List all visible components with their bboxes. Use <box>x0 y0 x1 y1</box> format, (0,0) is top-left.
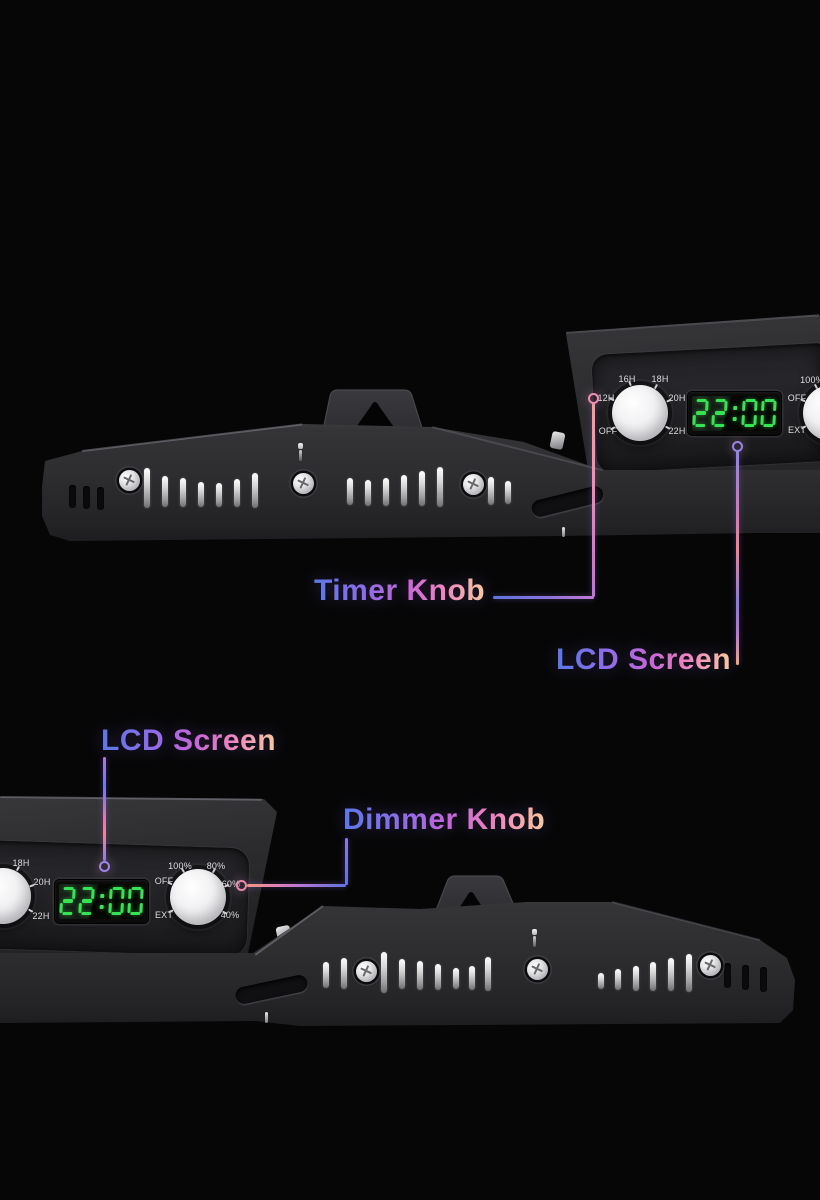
lcd-screen-bottom-label: LCD Screen <box>101 724 277 757</box>
edge-notch <box>562 527 565 537</box>
lcd-bottom-pointer-dot <box>98 860 110 872</box>
vent-slot-dark <box>760 967 767 992</box>
knob-scale-label: 20H <box>668 393 686 403</box>
timer-knob-pointer-vline <box>591 403 595 597</box>
vent-slot-dark <box>742 965 749 990</box>
timer-knob <box>612 385 668 441</box>
screw <box>462 473 484 495</box>
dimmer-pointer-dot <box>235 879 247 891</box>
dimmer-knob-partial-top <box>803 385 820 441</box>
screw <box>699 954 721 976</box>
screw <box>526 958 548 980</box>
lcd-digit <box>711 399 728 427</box>
vent-slot <box>437 467 443 507</box>
knob-scale-label: 18H <box>651 374 669 384</box>
knob-scale-label: 80% <box>206 861 226 871</box>
vent-slot <box>381 952 387 993</box>
knob-scale-label: 22H <box>668 426 686 436</box>
vent-slot <box>399 959 405 989</box>
keyhole-slot <box>532 929 537 949</box>
vent-slot <box>401 475 407 506</box>
screw <box>355 960 377 982</box>
vent-slot <box>252 473 258 508</box>
vent-slot <box>417 961 423 990</box>
lcd-display-bottom <box>55 880 148 923</box>
lcd-digit <box>760 399 777 427</box>
vent-slot <box>216 483 222 507</box>
timer-knob-pointer-hline <box>493 595 594 599</box>
vent-slot <box>383 478 389 506</box>
dimmer-pointer-vline <box>344 838 348 885</box>
knob-scale-label: 40% <box>220 910 240 920</box>
vent-slot <box>598 973 604 989</box>
lcd-top-pointer-dot <box>731 440 743 452</box>
keyhole-slot <box>298 443 303 463</box>
vent-slot-dark <box>97 487 104 510</box>
lcd-top-pointer-vline <box>735 451 739 665</box>
vent-slot <box>180 478 186 507</box>
vent-slot <box>435 964 441 990</box>
screw <box>118 469 140 491</box>
vent-slot-dark <box>69 485 76 508</box>
lcd-colon <box>97 887 105 915</box>
lcd-display-top <box>688 392 781 435</box>
vent-slot <box>505 481 511 504</box>
vent-slot <box>341 958 347 989</box>
knob-scale-label: 20H <box>33 877 51 887</box>
vent-slot <box>234 479 240 507</box>
knob-scale-label: 16H <box>618 374 636 384</box>
vent-slot <box>686 954 692 992</box>
vent-slot <box>488 477 494 505</box>
vent-slot <box>323 962 329 988</box>
lcd-time-readout <box>59 887 144 915</box>
vent-slot <box>633 966 639 991</box>
lcd-colon <box>730 399 738 427</box>
lcd-digit <box>108 887 125 915</box>
vent-slot <box>347 478 353 505</box>
knob-scale-label: EXT <box>787 425 807 435</box>
knob-scale-label: OFF <box>598 426 618 436</box>
vent-slot <box>453 968 459 989</box>
knob-scale-label: 60% <box>221 879 241 889</box>
vent-slot <box>615 969 621 990</box>
knob-scale-label: 100% <box>800 375 820 385</box>
lcd-screen-top-label: LCD Screen <box>556 643 732 676</box>
lcd-screen-glass <box>692 396 777 431</box>
vent-slot <box>144 468 150 508</box>
edge-notch <box>265 1012 268 1023</box>
knob-scale-label: OFF <box>787 393 807 403</box>
timer-knob-label: Timer Knob <box>314 574 486 607</box>
knob-scale-label: 22H <box>32 911 50 921</box>
lcd-time-readout <box>692 399 777 427</box>
knob-scale-label: 18H <box>12 858 30 868</box>
timer-knob-pointer-dot <box>587 392 599 404</box>
vent-slot <box>419 471 425 506</box>
vent-slot <box>469 966 475 990</box>
lcd-digit <box>78 887 95 915</box>
vent-slot <box>485 957 491 991</box>
hinge-bracket-top <box>549 430 566 451</box>
vent-slot <box>668 958 674 991</box>
vent-slot-dark <box>83 486 90 509</box>
lcd-digit <box>741 399 758 427</box>
knob-scale-label: OFF <box>154 876 174 886</box>
vent-slot-dark <box>724 963 731 988</box>
lcd-digit <box>59 887 76 915</box>
knob-scale-label: 12H <box>597 393 615 403</box>
vent-slot <box>365 480 371 506</box>
dimmer-knob-label: Dimmer Knob <box>343 803 546 836</box>
dimmer-pointer-hline <box>246 883 346 887</box>
screw <box>292 472 314 494</box>
dimmer-knob <box>170 869 226 925</box>
knob-scale-label: EXT <box>154 910 174 920</box>
lcd-digit <box>692 399 709 427</box>
vent-slot <box>198 482 204 507</box>
lcd-screen-glass <box>59 884 144 919</box>
vent-slot <box>162 476 168 507</box>
lcd-bottom-pointer-vline <box>102 757 106 861</box>
vent-slot <box>650 962 656 991</box>
knob-scale-label: 100% <box>168 861 192 871</box>
lcd-digit <box>127 887 144 915</box>
